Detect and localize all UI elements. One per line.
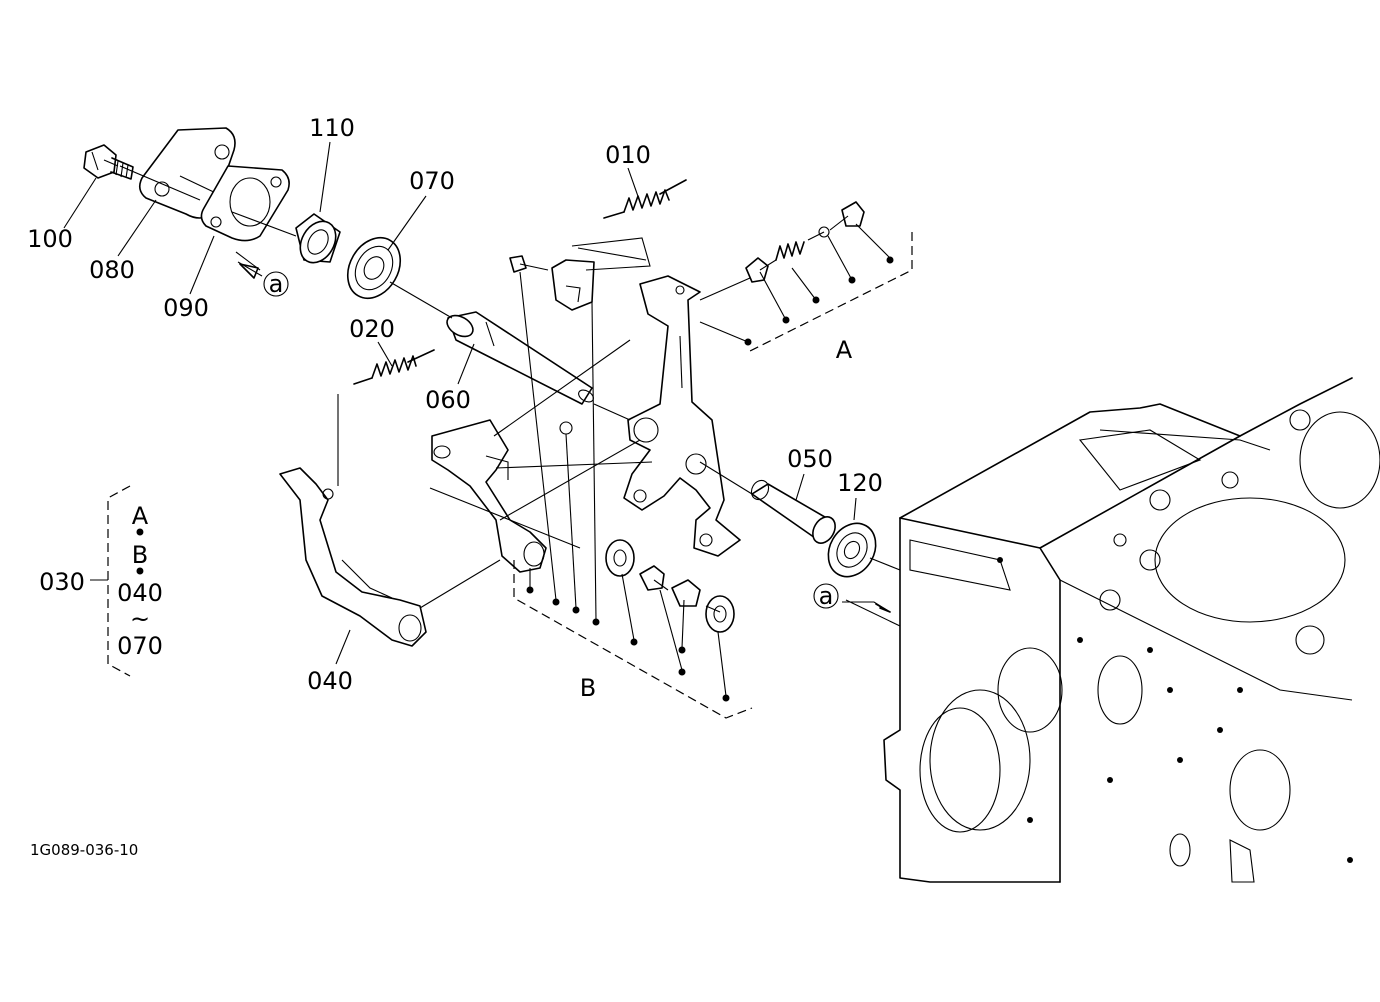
- part-060-shaft: [446, 311, 594, 405]
- label-020: 020: [349, 315, 395, 343]
- part-100-bolt: [83, 144, 134, 180]
- part-110-collar: [295, 213, 341, 264]
- governor-lever-plate: [623, 275, 741, 557]
- group-b-bracket: [513, 271, 753, 719]
- part-090-gasket: [200, 165, 290, 242]
- label-110: 110: [309, 114, 355, 142]
- assembly-line-to: 070: [117, 632, 163, 660]
- part-040-lever: [279, 467, 427, 647]
- label-040: 040: [307, 667, 353, 695]
- assembly-line-b: B: [132, 541, 148, 569]
- small-parts-upper: [509, 237, 651, 311]
- assembly-line-a: A: [132, 502, 149, 530]
- assembly-bullet-1: •: [133, 519, 147, 547]
- fork-lever: [431, 419, 547, 573]
- reference-a-bottom: a: [813, 582, 891, 613]
- label-leaders: [63, 141, 857, 665]
- diagram-id: 1G089-036-10: [30, 841, 138, 859]
- label-120: 120: [837, 469, 883, 497]
- label-090: 090: [163, 294, 209, 322]
- leader-lines: [103, 159, 901, 627]
- assembly-number: 030: [39, 568, 85, 596]
- group-a-label: A: [836, 336, 853, 364]
- reference-a-top: a: [237, 261, 289, 298]
- label-100: 100: [27, 225, 73, 253]
- group-a-bracket: [699, 223, 913, 353]
- assembly-bullet-2: •: [133, 558, 147, 586]
- label-010: 010: [605, 141, 651, 169]
- label-080: 080: [89, 256, 135, 284]
- reference-a-top-label: a: [269, 270, 284, 298]
- assembly-tilde: ~: [130, 605, 150, 633]
- reference-a-bottom-label: a: [819, 582, 834, 610]
- label-050: 050: [787, 445, 833, 473]
- label-070: 070: [409, 167, 455, 195]
- engine-block: [883, 377, 1380, 883]
- part-050-sleeve: [750, 479, 836, 544]
- part-020-spring: [353, 349, 435, 385]
- small-parts-lower: [559, 421, 735, 633]
- group-b-label: B: [580, 674, 596, 702]
- label-060: 060: [425, 386, 471, 414]
- part-070-bearing: [346, 237, 402, 299]
- part-010-spring: [603, 179, 687, 219]
- part-120-bearing: [827, 522, 877, 578]
- assembly-bracket: [90, 485, 131, 677]
- assembly-line-from: 040: [117, 579, 163, 607]
